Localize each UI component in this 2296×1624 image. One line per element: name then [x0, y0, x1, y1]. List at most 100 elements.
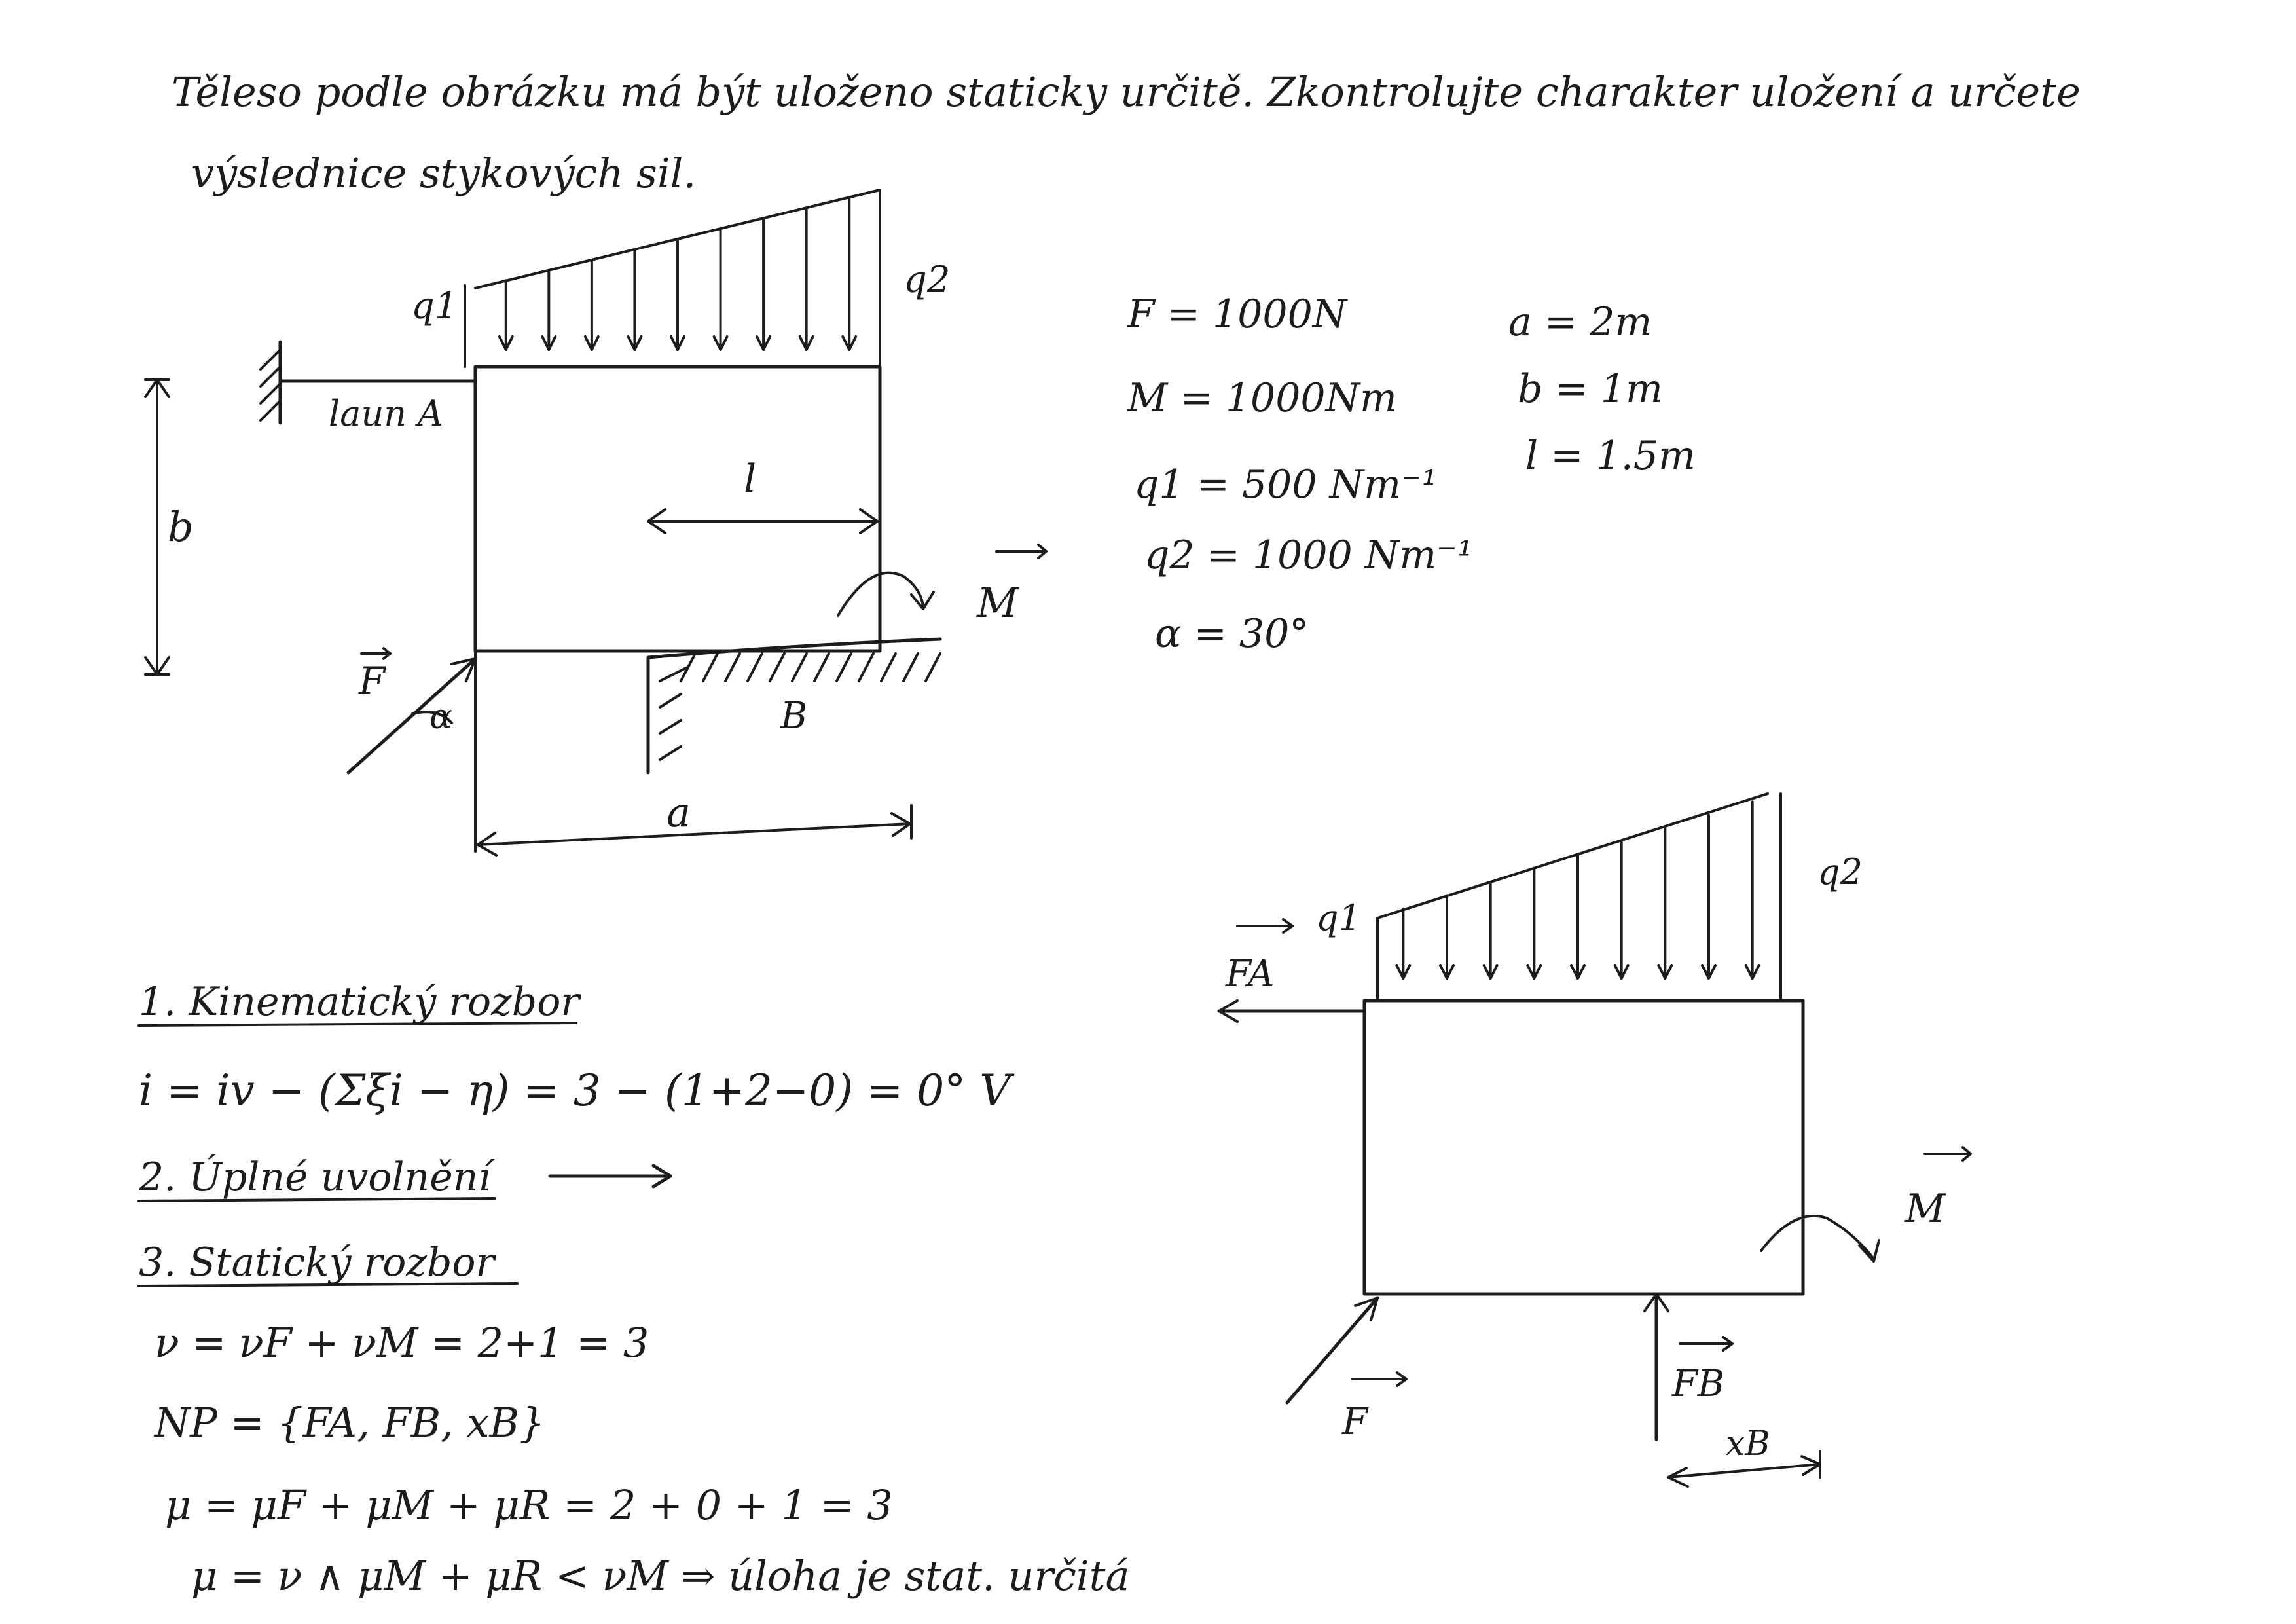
force-F-label-2: F [1341, 1401, 1369, 1443]
angle-alpha-label: α [429, 697, 452, 737]
vector-arrow-icon [1351, 1371, 1408, 1387]
given-l: l = 1.5m [1525, 433, 1696, 479]
ground-hatch-stroke [858, 652, 875, 682]
load-arrow-stroke [762, 335, 772, 351]
vector-arrow-icon [1236, 918, 1294, 934]
reaction-FA-arrow [1217, 999, 1366, 1023]
load-arrow-stroke [1744, 964, 1754, 980]
load-arrow-stroke [504, 335, 514, 351]
dim-l-label: l [744, 456, 756, 502]
vector-arrow-icon [1679, 1336, 1734, 1352]
body-rectangle [473, 365, 882, 653]
load-arrow-stroke [583, 335, 593, 351]
rod-label: laun A [329, 393, 443, 434]
xB-label: xB [1726, 1424, 1770, 1464]
q2-label-2: q2 [1817, 851, 1863, 893]
given-b: b = 1m [1518, 366, 1663, 412]
dim-b-label: b [168, 503, 194, 551]
given-a: a = 2m [1508, 299, 1652, 345]
vector-arrow-icon [360, 647, 392, 660]
ground-hatch-stroke [813, 652, 830, 682]
reaction-FB-arrow [1643, 1292, 1669, 1441]
arrow-right-icon [548, 1164, 672, 1189]
load-arrow-stroke [676, 335, 685, 351]
load-arrow-stroke [1439, 964, 1448, 980]
load-arrow-stroke [1751, 964, 1760, 980]
ground-hatch-stroke [702, 652, 719, 682]
given-alpha: α = 30° [1155, 611, 1309, 657]
ground-hatch-stroke [769, 652, 786, 682]
load-arrow-stroke [1395, 964, 1405, 980]
moment-M-arrow [837, 571, 935, 617]
step-3-title: 3. Statický rozbor [139, 1240, 496, 1285]
ground-hatch-stroke [791, 652, 808, 682]
ground-hatch-stroke [746, 652, 763, 682]
distributed-load [464, 189, 881, 368]
load-arrow-stroke [1489, 964, 1499, 980]
dimension-b [144, 378, 170, 676]
load-arrow-stroke [1533, 964, 1542, 980]
eq-conclusion: μ = ν ∧ μM + μR < νM ⇒ úloha je stat. ur… [191, 1552, 1130, 1600]
load-arrow-stroke [1570, 964, 1579, 980]
q1-label-2: q1 [1316, 897, 1361, 938]
load-arrow-stroke [798, 335, 808, 351]
ground-hatch-stroke [835, 652, 852, 682]
load-arrow-stroke [633, 335, 643, 351]
step-2-title: 2. Úplné uvolnění [138, 1154, 495, 1200]
eq-nu: ν = νF + νM = 2+1 = 3 [155, 1319, 649, 1367]
q1-label: q1 [411, 285, 458, 327]
load-arrow-stroke [1482, 964, 1492, 980]
load-arrow-stroke [712, 335, 722, 351]
force-F-arrow-2 [1285, 1296, 1379, 1405]
dimension-l [647, 508, 879, 534]
vector-arrow-icon [995, 544, 1048, 559]
free-body-rectangle [1362, 999, 1805, 1296]
step-1-equation: i = iv − (Σξi − η) = 3 − (1+2−0) = 0° V [139, 1065, 1015, 1116]
load-arrow-stroke [1613, 964, 1623, 980]
load-arrow-stroke [1576, 964, 1586, 980]
reaction-FB-label: FB [1671, 1363, 1724, 1405]
load-arrow-stroke [1526, 964, 1536, 980]
given-M: M = 1000Nm [1127, 375, 1397, 421]
reaction-FA-label: FA [1225, 953, 1274, 995]
load-arrow-stroke [547, 335, 557, 351]
distributed-load-2 [1376, 792, 1782, 1002]
load-arrow-stroke [841, 335, 851, 351]
load-arrow-stroke [1446, 964, 1455, 980]
load-arrow-stroke [670, 335, 679, 351]
ground-hatch-stroke [924, 652, 941, 682]
load-arrow-stroke [756, 335, 765, 351]
load-arrow-stroke [1664, 964, 1673, 980]
load-arrow-stroke [541, 335, 551, 351]
figure-2: q1 q2 FA F FB xB [1217, 792, 1972, 1488]
support-B-label: B [780, 695, 807, 737]
load-arrow-stroke [1707, 964, 1717, 980]
load-arrow-stroke [590, 335, 600, 351]
dim-a-label: a [666, 788, 691, 836]
solution: 1. Kinematický rozbor i = iv − (Σξi − η)… [137, 979, 1130, 1600]
given-F: F = 1000N [1127, 291, 1349, 337]
ground-hatch-stroke [680, 652, 697, 682]
assignment-line-2: výslednice stykových sil. [191, 149, 696, 197]
moment-M-label-2: M [1904, 1186, 1946, 1232]
load-arrow-stroke [627, 335, 636, 351]
step-1-title: 1. Kinematický rozbor [139, 979, 581, 1025]
assignment-line-1: Těleso podle obrázku má být uloženo stat… [172, 68, 2081, 116]
q2-label: q2 [903, 259, 950, 301]
dimension-xB [1667, 1450, 1821, 1488]
load-arrow-stroke [805, 335, 814, 351]
vector-arrow-icon [1923, 1146, 1972, 1162]
rod-support-A [259, 340, 477, 425]
eq-mu: μ = μF + μM + μR = 2 + 0 + 1 = 3 [165, 1481, 893, 1529]
load-arrow-stroke [719, 335, 729, 351]
load-arrow-stroke [1657, 964, 1667, 980]
ground-hatch-stroke [880, 652, 897, 682]
load-arrow-stroke [1620, 964, 1630, 980]
moment-M-arrow-2 [1760, 1214, 1880, 1263]
load-arrow-stroke [1402, 964, 1412, 980]
load-arrow-stroke [1701, 964, 1710, 980]
eq-np: NP = {FA, FB, xB} [153, 1399, 545, 1447]
ground-hatch-stroke [724, 652, 741, 682]
given-q2: q2 = 1000 Nm⁻¹ [1144, 532, 1473, 578]
